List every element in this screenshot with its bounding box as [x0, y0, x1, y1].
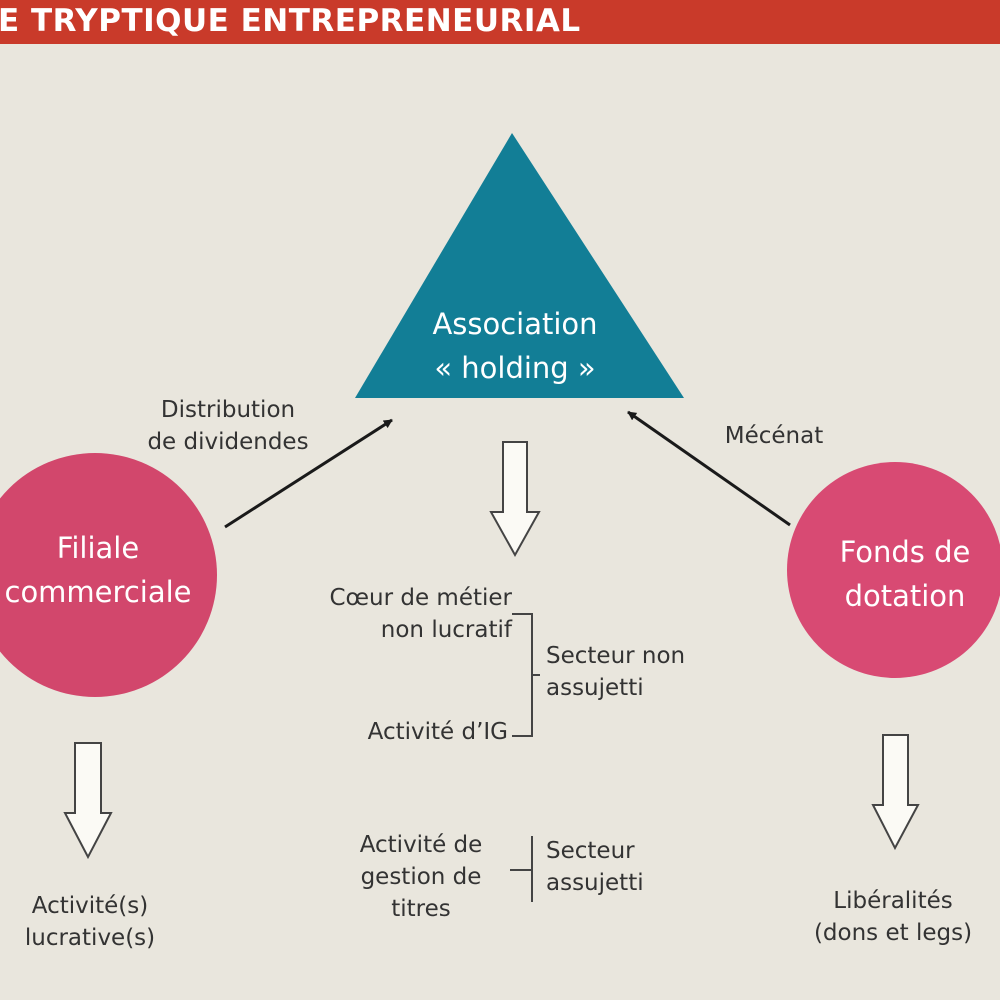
filiale-label-line1: Filiale — [56, 531, 140, 565]
lucrative-activities-label: Activité(s) lucrative(s) — [25, 890, 155, 954]
lucrative-activities-line2: lucrative(s) — [24, 925, 156, 951]
holding-label-line1: Association — [432, 307, 598, 341]
core-business-line1: Cœur de métier — [329, 585, 512, 611]
securities-management-line2: gestion de — [360, 864, 482, 890]
taxed-sector-label: Secteur assujetti — [546, 835, 644, 899]
filiale-circle — [0, 453, 217, 697]
core-business-label: Cœur de métier non lucratif — [329, 582, 512, 646]
title-banner: E TRYPTIQUE ENTREPRENEURIAL — [0, 0, 1000, 44]
holding-label-line2: « holding » — [434, 351, 596, 385]
patronage-arrow — [627, 410, 791, 527]
taxed-sector-line2: assujetti — [546, 870, 644, 896]
diagram-title: E TRYPTIQUE ENTREPRENEURIAL — [0, 3, 581, 39]
general-interest-label: Activité d’IG — [367, 719, 508, 745]
dividend-label-line2: de dividendes — [147, 429, 309, 455]
dividend-label: Distribution de dividendes — [147, 394, 308, 458]
fonds-label-line2: dotation — [844, 579, 966, 613]
donations-label: Libéralités (dons et legs) — [814, 885, 972, 949]
core-business-line2: non lucratif — [380, 617, 512, 643]
dividend-label-line1: Distribution — [160, 397, 296, 423]
securities-management-line3: titres — [391, 896, 451, 922]
filiale-label: Filiale commerciale — [5, 526, 192, 614]
fonds-label-line1: Fonds de — [839, 535, 971, 569]
patronage-label: Mécénat — [724, 423, 824, 449]
donations-line1: Libéralités — [833, 888, 953, 914]
lucrative-activities-line1: Activité(s) — [31, 893, 149, 919]
holding-down-arrow — [489, 441, 541, 558]
non-taxed-sector-label: Secteur non assujetti — [546, 640, 685, 704]
taxed-sector-line1: Secteur — [546, 838, 635, 864]
securities-management-label: Activité de gestion de titres — [360, 829, 483, 925]
fonds-label: Fonds de dotation — [840, 530, 971, 618]
holding-triangle — [355, 133, 684, 398]
non-taxed-bracket — [512, 613, 533, 737]
filiale-label-line2: commerciale — [4, 575, 192, 609]
holding-label: Association « holding » — [432, 302, 597, 390]
fonds-down-arrow — [871, 734, 920, 851]
securities-management-line1: Activité de — [359, 832, 483, 858]
filiale-down-arrow — [63, 742, 113, 860]
non-taxed-sector-line2: assujetti — [546, 675, 644, 701]
donations-line2: (dons et legs) — [813, 920, 973, 946]
non-taxed-sector-line1: Secteur non — [546, 643, 686, 669]
fonds-circle — [787, 462, 1000, 678]
dividend-arrow — [224, 418, 393, 529]
